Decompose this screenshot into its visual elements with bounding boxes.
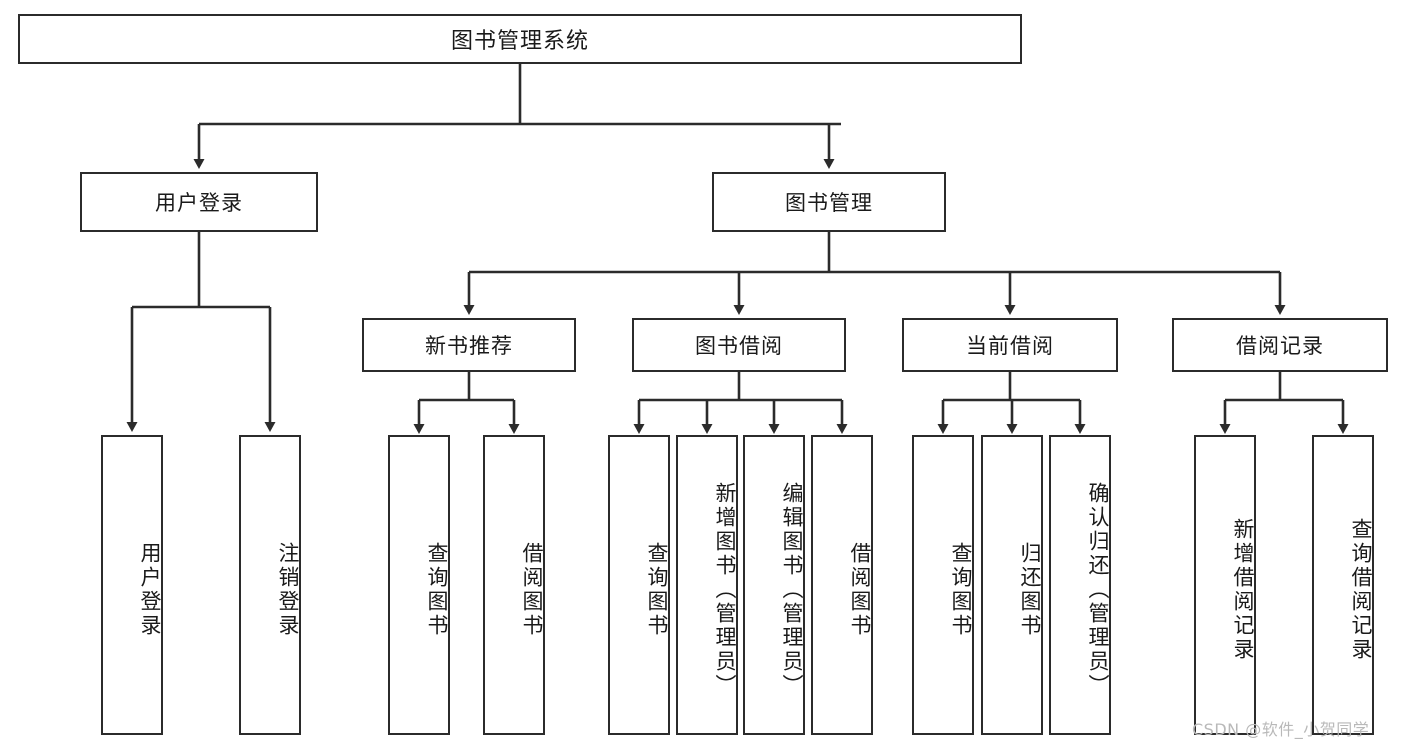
node-leaf-query-book-1[interactable]: 查询图书 <box>388 435 450 735</box>
node-leaf-add-record[interactable]: 新增借阅记录 <box>1194 435 1256 735</box>
node-root-label: 图书管理系统 <box>450 29 589 54</box>
node-leaf-query-book-2-label: 查询图书 <box>645 542 669 638</box>
node-leaf-borrow-book-1[interactable]: 借阅图书 <box>483 435 545 735</box>
node-user-login-label: 用户登录 <box>155 191 243 215</box>
node-leaf-user-login[interactable]: 用户登录 <box>101 435 163 735</box>
node-leaf-borrow-book-2-label: 借阅图书 <box>848 542 872 638</box>
node-leaf-logout-label: 注销登录 <box>276 542 300 638</box>
node-book-manage[interactable]: 图书管理 <box>712 172 946 232</box>
node-new-book-rec[interactable]: 新书推荐 <box>362 318 576 372</box>
node-leaf-borrow-book-2[interactable]: 借阅图书 <box>811 435 873 735</box>
node-leaf-edit-book[interactable]: 编辑图书（管理员） <box>743 435 805 735</box>
node-root[interactable]: 图书管理系统 <box>18 14 1022 64</box>
node-borrow-record[interactable]: 借阅记录 <box>1172 318 1388 372</box>
node-leaf-return-book[interactable]: 归还图书 <box>981 435 1043 735</box>
node-book-borrow[interactable]: 图书借阅 <box>632 318 846 372</box>
node-leaf-edit-book-label: 编辑图书（管理员） <box>780 482 804 698</box>
node-current-borrow[interactable]: 当前借阅 <box>902 318 1118 372</box>
node-borrow-record-label: 借阅记录 <box>1236 334 1324 358</box>
node-leaf-query-book-3-label: 查询图书 <box>949 542 973 638</box>
node-user-login[interactable]: 用户登录 <box>80 172 318 232</box>
node-leaf-return-book-label: 归还图书 <box>1018 542 1042 638</box>
node-leaf-confirm-return-label: 确认归还（管理员） <box>1086 482 1110 698</box>
node-leaf-user-login-label: 用户登录 <box>138 542 162 638</box>
node-leaf-query-record-label: 查询借阅记录 <box>1349 518 1373 662</box>
node-leaf-add-book[interactable]: 新增图书（管理员） <box>676 435 738 735</box>
node-leaf-add-book-label: 新增图书（管理员） <box>713 482 737 698</box>
node-leaf-logout[interactable]: 注销登录 <box>239 435 301 735</box>
node-leaf-query-book-1-label: 查询图书 <box>425 542 449 638</box>
node-leaf-query-book-3[interactable]: 查询图书 <box>912 435 974 735</box>
node-leaf-confirm-return[interactable]: 确认归还（管理员） <box>1049 435 1111 735</box>
node-book-manage-label: 图书管理 <box>785 191 873 215</box>
node-leaf-add-record-label: 新增借阅记录 <box>1231 518 1255 662</box>
node-current-borrow-label: 当前借阅 <box>966 334 1054 358</box>
node-leaf-query-book-2[interactable]: 查询图书 <box>608 435 670 735</box>
csdn-watermark: CSDN @软件_小贺同学 <box>1192 720 1370 739</box>
node-new-book-rec-label: 新书推荐 <box>425 334 513 358</box>
node-leaf-query-record[interactable]: 查询借阅记录 <box>1312 435 1374 735</box>
node-book-borrow-label: 图书借阅 <box>695 334 783 358</box>
node-leaf-borrow-book-1-label: 借阅图书 <box>520 542 544 638</box>
